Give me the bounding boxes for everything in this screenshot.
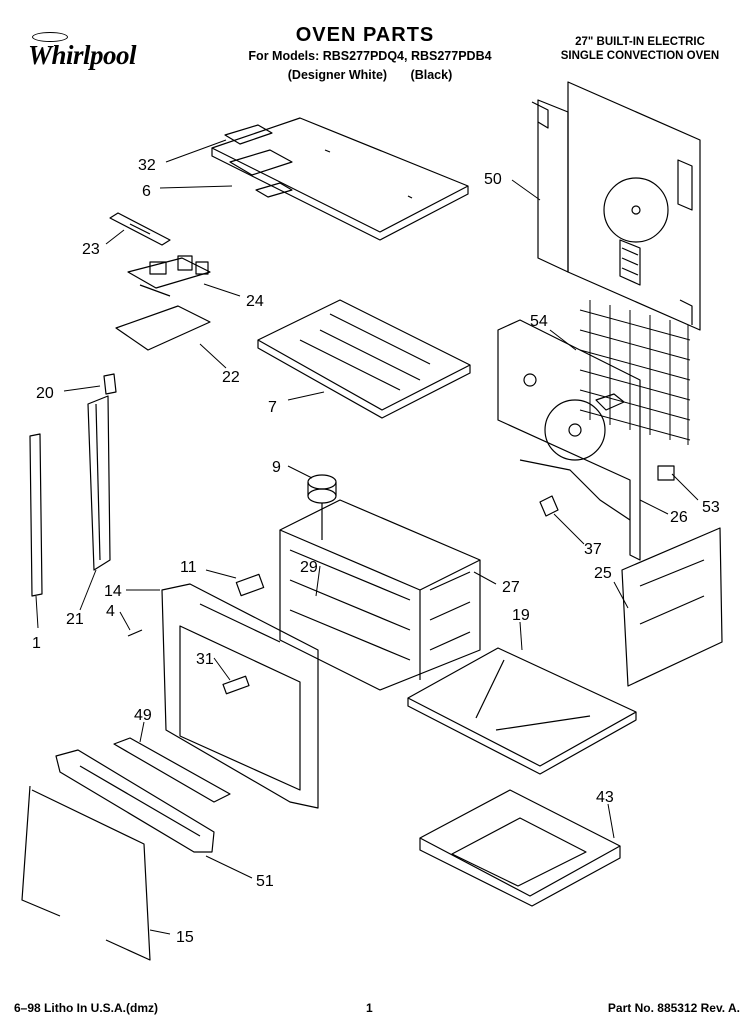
callout-15: 15 [176, 929, 194, 946]
part-53 [657, 465, 675, 481]
part-37 [539, 495, 559, 517]
callout-22: 22 [222, 369, 240, 386]
color-variants: (Designer White) (Black) [200, 68, 540, 82]
callout-25: 25 [594, 565, 612, 582]
callout-21: 21 [66, 611, 84, 628]
product-line-1: 27" BUILT-IN ELECTRIC [575, 36, 705, 48]
leader-lines [35, 139, 699, 935]
part-23-bracket [109, 212, 171, 246]
brand-name: Whirlpool [28, 40, 137, 70]
callout-4: 4 [106, 603, 115, 620]
callout-54: 54 [530, 313, 548, 330]
part-24-assembly [127, 255, 211, 297]
part-54-element [579, 300, 691, 445]
callout-37: 37 [584, 541, 602, 558]
part-9-knob [307, 474, 337, 540]
part-side-trims [29, 373, 117, 597]
part-back-panel [531, 81, 701, 331]
callout-24: 24 [246, 293, 264, 310]
part-26-baffle [497, 319, 641, 561]
part-25-side-panel [621, 527, 723, 687]
callout-11: 11 [180, 559, 197, 576]
callout-53: 53 [702, 499, 720, 516]
callout-1: 1 [32, 635, 41, 652]
logo-badge-shape [32, 32, 68, 42]
callout-31: 31 [196, 651, 214, 668]
callout-7: 7 [268, 399, 277, 416]
part-7-tray [257, 299, 471, 419]
page-title: OVEN PARTS [295, 24, 435, 46]
part-14-front-frame [161, 583, 319, 809]
callout-23: 23 [82, 241, 100, 258]
part-22-plate [115, 305, 211, 351]
color-variant-black: (Black) [410, 68, 453, 82]
part-19-bottom-panel [407, 647, 637, 775]
callout-51: 51 [256, 873, 274, 890]
callout-50: 50 [484, 171, 502, 188]
part-43-pan [419, 789, 621, 907]
part-31-lamp [222, 675, 250, 695]
litho-note: 6–98 Litho In U.S.A.(dmz) [14, 1001, 159, 1015]
part-top-panel [211, 117, 469, 241]
product-description: 27" BUILT-IN ELECTRIC SINGLE CONVECTION … [540, 35, 740, 63]
callout-27: 27 [502, 579, 520, 596]
callout-14: 14 [104, 583, 122, 600]
callout-49: 49 [134, 707, 152, 724]
part-4-screw [127, 629, 143, 637]
part-51-vent-trim [55, 749, 215, 853]
part-27-cavity [279, 499, 481, 691]
whirlpool-logo: Whirlpool [14, 32, 164, 72]
callout-43: 43 [596, 789, 614, 806]
callout-26: 26 [670, 509, 688, 526]
callout-9: 9 [272, 459, 281, 476]
callout-19: 19 [512, 607, 530, 624]
part-number: Part No. 885312 Rev. A. [607, 1001, 740, 1015]
callout-29: 29 [300, 559, 318, 576]
part-49-bracket [113, 737, 231, 803]
part-15-gasket [21, 785, 151, 961]
callout-32: 32 [138, 157, 156, 174]
callout-labels: 32 6 50 23 24 22 7 54 20 9 53 26 37 11 2… [32, 157, 720, 946]
color-variant-white: (Designer White) [287, 68, 388, 82]
product-line-2: SINGLE CONVECTION OVEN [560, 50, 720, 62]
page-number: 1 [366, 1001, 373, 1015]
callout-20: 20 [36, 385, 54, 402]
models-line: For Models: RBS277PDQ4, RBS277PDB4 [248, 49, 492, 63]
part-11-switch [235, 573, 265, 597]
callout-6: 6 [142, 183, 151, 200]
